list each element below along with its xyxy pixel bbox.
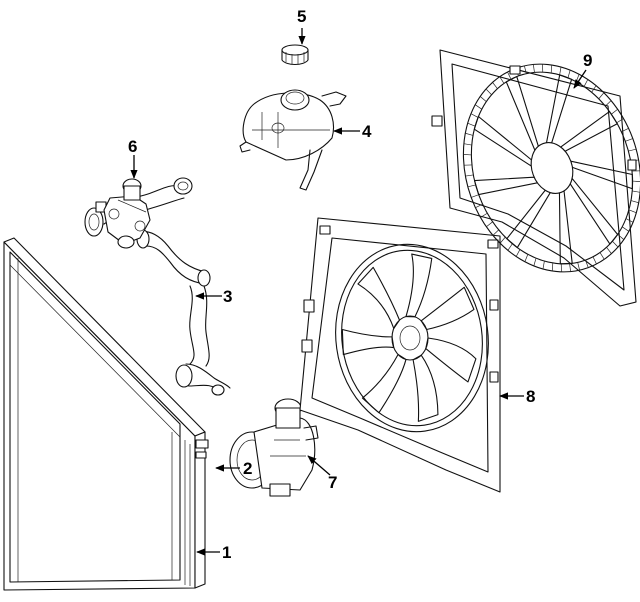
ring-tooth [598,92,605,100]
callout-5: 5 [297,7,306,26]
fan-blade [425,337,477,383]
ring-tooth [492,229,499,236]
callout-2: 2 [243,459,252,478]
ring-tooth [569,263,572,272]
ring-tooth [486,221,493,228]
ring-tooth [625,138,633,142]
ring-tooth [591,85,597,93]
ring-tooth [628,209,637,214]
ring-tooth [465,174,474,177]
ring-tooth [599,252,605,260]
ring-tooth [606,247,612,254]
fan-blade [357,266,401,330]
tank-cap-part [281,44,309,66]
ring-tooth [583,79,589,87]
ring-tooth [475,203,483,208]
callout-numbers: 1 2 3 4 5 6 7 8 9 [128,7,592,562]
ring-tooth [467,122,476,127]
ring-tooth [621,128,629,133]
ring-tooth [533,258,537,266]
ring-tooth [585,259,589,268]
ring-tooth [532,64,535,73]
ring-tooth [524,254,529,262]
ring-tooth [625,218,634,223]
lower-hose-part [136,229,231,396]
ring-tooth [628,148,637,152]
ring-tooth [480,212,488,218]
ring-tooth [551,262,554,271]
ring-tooth [592,256,597,265]
ring-tooth [616,118,624,124]
callout-1: 1 [222,543,231,562]
ring-tooth [611,108,618,115]
ring-tooth [479,96,487,102]
ring-tooth [542,261,545,270]
fan-blade [361,353,407,414]
leader-lines [130,28,587,556]
leader-9 [573,69,587,89]
ring-tooth [617,234,625,240]
callout-9: 9 [583,51,592,70]
fan-blade [405,253,433,318]
fan-blade [412,354,439,422]
ring-tooth [632,190,640,193]
fan-blades [341,253,477,422]
ring-tooth [507,71,512,80]
ring-tooth [474,104,482,110]
ring-tooth [612,241,619,248]
ring-tooth [507,243,513,251]
expansion-tank-part [239,89,347,191]
callout-4: 4 [362,122,372,141]
ring-tooth [499,236,506,244]
fan-blade [420,286,475,331]
fan-assembly-part [299,217,501,493]
leader-7 [307,455,331,476]
fan-shroud-part [431,49,640,307]
fan-blade [341,328,395,356]
ring-tooth [605,100,612,107]
water-pump-part [229,398,319,497]
callout-8: 8 [526,387,535,406]
ring-tooth [467,184,476,188]
ring-tooth [630,200,639,204]
ring-tooth [492,82,498,89]
ring-tooth [465,132,474,136]
ring-tooth [577,262,580,271]
ring-tooth [471,194,479,198]
shroud-ring-teeth [463,64,640,272]
callout-3: 3 [223,287,232,306]
ring-tooth [515,249,521,257]
ring-tooth [470,113,479,118]
callout-7: 7 [328,473,337,492]
radiator-part [3,237,209,591]
ring-tooth [463,143,472,146]
ring-tooth [559,66,562,75]
ring-tooth [524,65,527,74]
thermostat-part [103,178,151,249]
ring-tooth [550,65,553,74]
ring-tooth [632,180,640,182]
ring-tooth [499,76,505,84]
ring-tooth [622,226,630,232]
ring-tooth [463,154,472,156]
callout-6: 6 [128,137,137,156]
ring-tooth [567,70,571,78]
ring-tooth [485,88,492,95]
